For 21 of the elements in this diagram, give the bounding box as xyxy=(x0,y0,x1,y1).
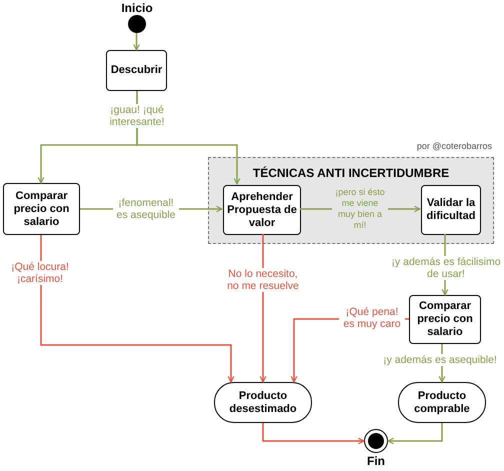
terminal-label: Inicio xyxy=(121,2,153,14)
edge-label: ¡Qué pena! es muy caro xyxy=(339,306,405,330)
activity-box: Comparar precio con salario xyxy=(3,183,80,235)
author-note: por @coterobarros xyxy=(416,140,492,153)
activity-box: Aprehender Propuesta de valor xyxy=(223,185,301,235)
arrow xyxy=(387,423,443,444)
arrow xyxy=(40,235,234,383)
arrow xyxy=(136,91,240,185)
activity-box: Validar la dificultad xyxy=(421,185,481,235)
state-pill: Producto desestimado xyxy=(214,382,312,423)
edge-label: ¡pero si ésto me viene muy bien a mí! xyxy=(332,187,388,231)
arrow xyxy=(133,33,140,51)
edge-label: ¡y además es fácilisimo de usar! xyxy=(390,256,502,280)
edge-label: ¡fenomenal! es asequible xyxy=(113,197,179,221)
arrow xyxy=(262,423,365,444)
group-panel xyxy=(208,157,494,244)
group-title: TÉCNICAS ANTI INCERTIDUMBRE xyxy=(252,165,450,182)
state-pill: Producto comprable xyxy=(398,382,486,423)
activity-box: Comparar precio con salario xyxy=(409,295,481,344)
terminal-label: Fin xyxy=(367,455,385,467)
activity-box: Descubrir xyxy=(106,50,167,91)
